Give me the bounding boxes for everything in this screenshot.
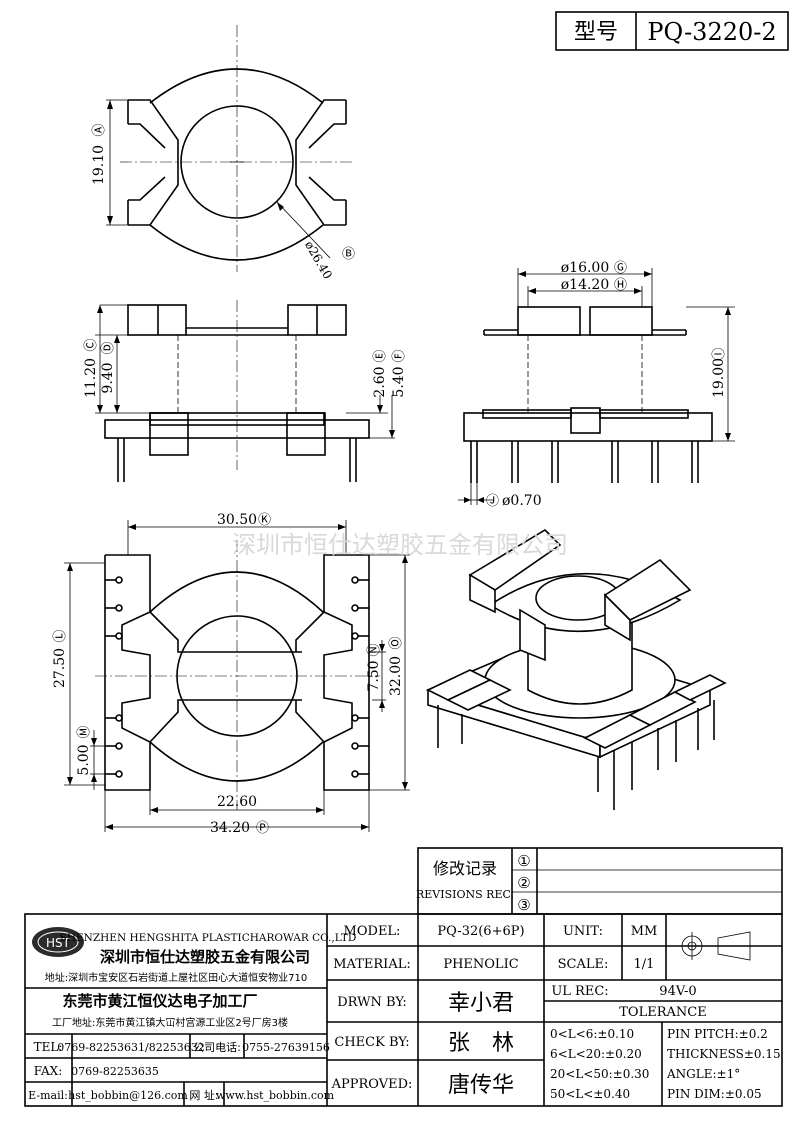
- model-header-code: PQ-3220-2: [647, 18, 776, 46]
- dim-m-value: 5.00: [76, 744, 92, 775]
- email-label: E-mail:: [28, 1089, 68, 1102]
- drawn-value: 幸小君: [448, 991, 514, 1016]
- dim-k-tag: Ⓚ: [258, 513, 271, 528]
- company-phone-label: 公司电话:: [193, 1041, 241, 1054]
- dim-h-value: ø14.20: [561, 277, 610, 293]
- fax-value: 0769-82253635: [71, 1065, 159, 1078]
- drawn-label: DRWN BY:: [337, 995, 406, 1010]
- dim-f-tag: Ⓕ: [392, 349, 407, 362]
- dim-o-value: 32.00: [388, 656, 404, 696]
- ul-label: UL REC:: [551, 984, 608, 999]
- dim-h-tag: Ⓗ: [614, 278, 627, 293]
- scale-value: 1/1: [634, 957, 655, 972]
- dim-b-tag: Ⓑ: [342, 247, 355, 262]
- watermark-text: 深圳市恒仕达塑胶五金有限公司: [232, 531, 568, 559]
- web-value: www.hst_bobbin.com: [216, 1089, 335, 1102]
- revisions-title-cn: 修改记录: [433, 859, 497, 878]
- material-value: PHENOLIC: [443, 957, 518, 972]
- dim-f-value: 5.40: [391, 366, 407, 397]
- tolerance-line-4: 50<L<±0.40: [550, 1087, 630, 1101]
- check-value: 张 林: [448, 1031, 514, 1056]
- check-label: CHECK BY:: [334, 1035, 409, 1050]
- factory-name: 东莞市黄江恒仪达电子加工厂: [62, 992, 257, 1010]
- dim-n-value: 7.50: [366, 660, 382, 691]
- pin-line-4: PIN DIM:±0.05: [667, 1087, 762, 1101]
- side-view: ø16.00 Ⓖ ø14.20 Ⓗ 19.00 Ⓘ Ⓙ ø0.70: [458, 260, 735, 509]
- dim-e-value: 2.60: [372, 366, 388, 397]
- model-header-label: 型号: [574, 20, 618, 45]
- dim-p-value: 34.20: [210, 820, 250, 836]
- dim-k-value: 30.50: [217, 512, 257, 528]
- dim-m-tag: Ⓜ: [77, 725, 92, 738]
- top-view: 19.10 Ⓐ ø26.40 Ⓑ: [91, 25, 355, 282]
- pin-line-1: PIN PITCH:±0.2: [667, 1027, 768, 1041]
- dim-g-tag: Ⓖ: [614, 261, 627, 276]
- dim-i-tag: Ⓘ: [712, 347, 727, 360]
- dim-n-tag: Ⓝ: [367, 643, 382, 656]
- dim-i-value: 19.00: [711, 358, 727, 398]
- dim-a-tag: Ⓐ: [92, 123, 107, 136]
- isometric-view: [425, 528, 727, 810]
- dim-a-value: 19.10: [91, 145, 107, 185]
- web-label: 网 址:: [189, 1088, 218, 1102]
- dim-g-value: ø16.00: [561, 260, 610, 276]
- revision-row-3: ③: [517, 896, 530, 914]
- company-logo: HST: [32, 927, 84, 957]
- dim-p-tag: Ⓟ: [256, 821, 269, 836]
- dim-c-tag: Ⓒ: [84, 338, 99, 351]
- revisions-title-en: REVISIONS REC.: [416, 888, 514, 901]
- dim-plain-value: 22.60: [217, 794, 257, 810]
- approved-label: APPROVED:: [331, 1077, 413, 1092]
- unit-label: UNIT:: [563, 924, 603, 939]
- approved-value: 唐传华: [448, 1073, 514, 1098]
- dim-l-tag: Ⓛ: [53, 629, 68, 642]
- dim-b-value: ø26.40: [302, 238, 335, 281]
- ul-value: 94V-0: [659, 984, 696, 999]
- model-value: PQ-32(6+6P): [437, 924, 524, 939]
- dim-j-value: ø0.70: [502, 493, 542, 509]
- material-label: MATERIAL:: [333, 957, 410, 972]
- revision-row-1: ①: [517, 852, 530, 870]
- company-name-en: SHENZHEN HENGSHITA PLASTICHAROWAR CO.,LT…: [60, 932, 357, 944]
- revision-row-2: ②: [517, 874, 530, 892]
- tolerance-line-3: 20<L<50:±0.30: [550, 1067, 649, 1081]
- tolerance-label: TOLERANCE: [619, 1005, 706, 1020]
- dim-d-value: 9.40: [100, 362, 116, 393]
- model-header: 型号 PQ-3220-2: [555, 11, 789, 51]
- dim-c-value: 11.20: [83, 358, 99, 398]
- pin-line-2: THICKNESS±0.15: [667, 1047, 781, 1061]
- title-block: HST SHENZHEN HENGSHITA PLASTICHAROWAR CO…: [24, 913, 783, 1107]
- pin-line-3: ANGLE:±1°: [666, 1067, 740, 1081]
- tel-value: 0769-82253631/82253632: [57, 1041, 204, 1054]
- dim-o-tag: Ⓞ: [389, 636, 404, 649]
- tel-label: TEL:: [34, 1040, 63, 1054]
- company-address: 地址:深圳市宝安区石岩街道上屋社区田心大道恒安物业710: [45, 971, 307, 984]
- fax-label: FAX:: [34, 1064, 63, 1078]
- tolerance-line-1: 0<L<6:±0.10: [550, 1027, 634, 1041]
- scale-label: SCALE:: [558, 957, 609, 972]
- dim-d-tag: Ⓓ: [101, 341, 116, 354]
- factory-address: 工厂地址:东莞市黄江镇大冚村宫源工业区2号厂房3楼: [52, 1016, 288, 1029]
- unit-value: MM: [631, 924, 658, 939]
- dim-e-tag: Ⓔ: [373, 349, 388, 362]
- dim-j-tag: Ⓙ: [486, 494, 499, 509]
- company-name-cn: 深圳市恒仕达塑胶五金有限公司: [100, 948, 310, 966]
- front-view: 11.20 Ⓒ 9.40 Ⓓ 2.60 Ⓔ 5.40 Ⓕ: [83, 300, 407, 482]
- revisions-table: 修改记录 REVISIONS REC. ① ② ③: [416, 847, 783, 915]
- bottom-view: 30.50 Ⓚ 27.50 Ⓛ 5.00 Ⓜ 7.50 Ⓝ 32.00 Ⓞ: [52, 512, 410, 836]
- email-value: hst_bobbin@126.com: [68, 1089, 188, 1102]
- dim-l-value: 27.50: [52, 648, 68, 688]
- company-phone-value: 0755-27639156: [242, 1041, 330, 1054]
- model-label: MODEL:: [344, 924, 401, 939]
- company-logo-text: HST: [46, 936, 71, 950]
- tolerance-line-2: 6<L<20:±0.20: [550, 1047, 642, 1061]
- projection-symbol: [676, 931, 751, 961]
